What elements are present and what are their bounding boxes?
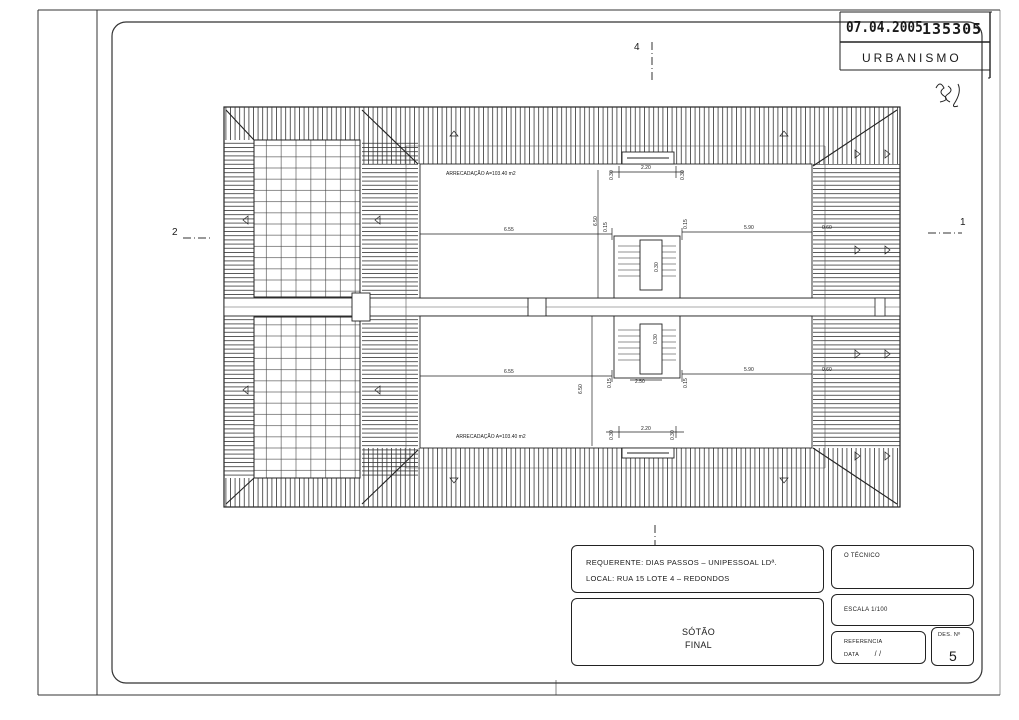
technician-label: O TÉCNICO (844, 553, 880, 559)
dim-upper-right-edge: 0.60 (822, 225, 832, 231)
dim-lower-window: 2.20 (641, 426, 651, 432)
dim-upper-window: 2.20 (641, 165, 651, 171)
axis-label-right: 1 (960, 217, 966, 228)
dim-lower-window-offset-right: 0.30 (670, 430, 676, 440)
dim-lower-right-span: 5.90 (744, 367, 754, 373)
dim-lower-stair-width: 2.50 (635, 379, 645, 385)
storage-label-lower: ARRECADAÇÃO A=103.40 m2 (456, 434, 526, 440)
stamp-number: 135305 (922, 20, 983, 38)
dim-lower-wall-right: 0.15 (683, 378, 689, 388)
reference-box: REFERENCIA DATA / / (831, 631, 926, 664)
storage-label-upper: ARRECADAÇÃO A=103.40 m2 (446, 171, 516, 177)
dim-lower-right-edge: 0.60 (822, 367, 832, 373)
dim-lower-window-offset-left: 0.30 (609, 430, 615, 440)
dim-upper-window-offset-right: 0.30 (680, 170, 686, 180)
axis-label-left: 2 (172, 227, 178, 238)
drawing-title-line2: FINAL (684, 640, 712, 650)
dim-lower-depth: 6.50 (578, 384, 584, 394)
location-label: LOCAL: (586, 574, 615, 583)
dim-upper-depth: 6.50 (593, 216, 599, 226)
approval-stamp (839, 11, 992, 79)
technician-box: O TÉCNICO (831, 545, 974, 589)
drawing-title-line1: SÓTÃO (681, 627, 715, 637)
date-label: DATA (844, 652, 859, 658)
date-value: / / (874, 651, 882, 658)
dim-upper-wall-right: 0.15 (683, 219, 689, 229)
dim-lower-wall-left: 0.15 (607, 378, 613, 388)
scale-label: ESCALA 1/100 (844, 607, 888, 613)
sheet-number-box: DES. Nº 5 (931, 627, 974, 666)
sheet-number: 5 (949, 648, 958, 664)
dim-lower-stair: 0.30 (653, 334, 659, 344)
scale-box: ESCALA 1/100 (831, 594, 974, 626)
reference-label: REFERENCIA (844, 639, 883, 645)
section-axes (183, 42, 962, 560)
dim-upper-wall-left: 0.15 (603, 222, 609, 232)
location-value: RUA 15 LOTE 4 – REDONDOS (616, 574, 730, 583)
sheet-frame (37, 9, 1001, 696)
dim-upper-left-span: 6.55 (504, 227, 514, 233)
dim-lower-left-span: 6.55 (504, 369, 514, 375)
axis-label-top: 4 (634, 42, 640, 53)
stamp-date: 07.04.2005 (846, 18, 923, 36)
skylight-panel-lower (253, 316, 361, 479)
dim-upper-right-span: 5.90 (744, 225, 754, 231)
drawing-title-box: SÓTÃO FINAL (571, 598, 824, 666)
requester-box: REQUERENTE: DIAS PASSOS – UNIPESSOAL LDª… (571, 545, 824, 593)
dim-upper-stair: 0.30 (654, 262, 660, 272)
dim-upper-window-offset-left: 0.30 (609, 170, 615, 180)
stairwell-upper (613, 235, 681, 299)
skylight-panel-upper (253, 139, 361, 298)
sheet-label: DES. Nº (938, 632, 961, 638)
roof-plan (223, 106, 901, 508)
handwritten-mark (935, 83, 960, 108)
stamp-department: URBANISMO (862, 51, 962, 65)
stairwell-lower (613, 315, 681, 379)
requester-label: REQUERENTE: (586, 558, 644, 567)
requester-value: DIAS PASSOS – UNIPESSOAL LDª. (645, 558, 777, 567)
